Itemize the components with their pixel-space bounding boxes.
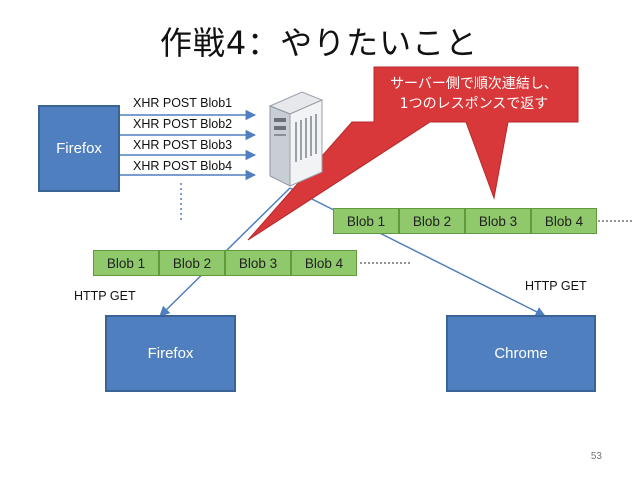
callout-text: サーバー側で順次連結し、 1つのレスポンスで返す: [376, 74, 572, 114]
chrome-blob-stream: Blob 1 Blob 2 Blob 3 Blob 4: [333, 208, 597, 234]
chrome-receiver-node: Chrome: [446, 315, 596, 392]
xhr-post-label-4: XHR POST Blob4: [133, 159, 233, 173]
xhr-post-label-2: XHR POST Blob2: [133, 117, 233, 131]
blob-2: Blob 2: [399, 208, 465, 234]
page-number: 53: [590, 451, 602, 462]
callout-line-1: サーバー側で順次連結し、: [390, 76, 558, 92]
page-title: 作戦4：やりたいこと: [159, 24, 479, 62]
firefox-receiver-node: Firefox: [105, 315, 236, 392]
blob-3: Blob 3: [465, 208, 531, 234]
xhr-post-label-1: XHR POST Blob1: [133, 96, 233, 110]
blob-1: Blob 1: [93, 250, 159, 276]
blob-3: Blob 3: [225, 250, 291, 276]
http-get-left-label: HTTP GET: [74, 289, 136, 303]
callout-shape: [247, 66, 579, 241]
firefox-blob-stream: Blob 1 Blob 2 Blob 3 Blob 4: [93, 250, 357, 276]
blob-1: Blob 1: [333, 208, 399, 234]
server-tower-icon: [262, 88, 326, 192]
callout-line-2: 1つのレスポンスで返す: [399, 96, 549, 112]
blob-4: Blob 4: [291, 250, 357, 276]
response-arrow-chrome: [289, 187, 546, 317]
firefox-sender-node: Firefox: [38, 105, 120, 192]
xhr-post-label-3: XHR POST Blob3: [133, 138, 233, 152]
http-get-right-label: HTTP GET: [525, 279, 587, 293]
blob-4: Blob 4: [531, 208, 597, 234]
blob-2: Blob 2: [159, 250, 225, 276]
